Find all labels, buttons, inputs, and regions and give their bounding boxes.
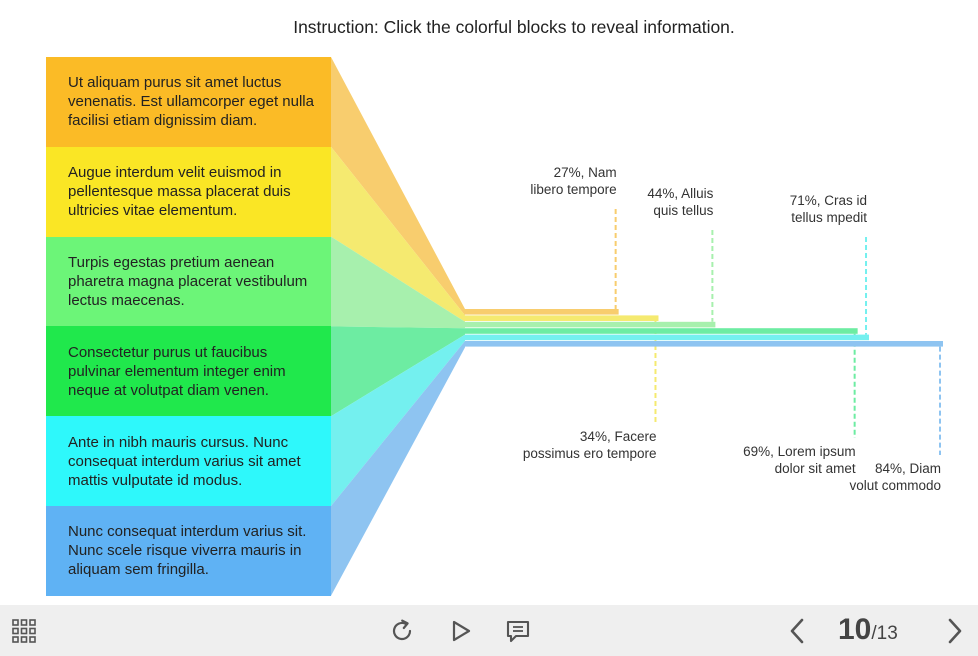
- info-block-text: Augue interdum velit euismod in pellente…: [68, 164, 291, 220]
- chevron-left-icon: [790, 618, 804, 644]
- play-icon: [452, 620, 471, 642]
- funnel-wedge-4: [331, 326, 465, 417]
- funnel-wedge-2: [331, 146, 465, 322]
- bar-label-2: 34%, Facere possimus ero tempore: [523, 429, 657, 461]
- bar-label-6: 84%, Diam volut commodo: [849, 461, 941, 493]
- info-block-4[interactable]: Consectetur purus ut faucibus pulvinar e…: [46, 326, 331, 417]
- grid-menu-icon: [12, 619, 36, 643]
- bar-label-5: 71%, Cras id tellus mpedit: [790, 193, 868, 225]
- bar-label-line: 71%, Cras id: [790, 193, 867, 208]
- funnel-wedge-3: [331, 236, 465, 329]
- current-page: 10: [838, 613, 872, 646]
- comment-button[interactable]: [502, 617, 534, 645]
- bar-label-1: 27%, Nam libero tempore: [530, 165, 616, 197]
- bar-label-line: volut commodo: [849, 478, 941, 493]
- play-button[interactable]: [446, 617, 476, 645]
- bar-label-line: 84%, Diam: [875, 461, 941, 476]
- info-block-text: Consectetur purus ut faucibus pulvinar e…: [68, 343, 286, 399]
- bar-label-line: possimus ero tempore: [523, 446, 657, 461]
- replay-icon: [392, 619, 412, 641]
- bar-3: [465, 321, 716, 328]
- info-block-3[interactable]: Turpis egestas pretium aenean pharetra m…: [46, 236, 331, 327]
- bar-label-line: 34%, Facere: [580, 429, 657, 444]
- next-page-button[interactable]: [942, 615, 968, 647]
- bar-1: [465, 309, 619, 315]
- footer-toolbar: 10 /13: [0, 605, 978, 656]
- bar-label-line: dolor sit amet: [775, 461, 856, 476]
- bar-label-line: quis tellus: [653, 203, 713, 218]
- bar-4: [465, 328, 858, 334]
- chevron-right-icon: [948, 618, 962, 644]
- previous-page-button[interactable]: [784, 615, 810, 647]
- info-block-1[interactable]: Ut aliquam purus sit amet luctus venenat…: [46, 57, 331, 147]
- comment-icon: [506, 620, 530, 643]
- info-block-text: Nunc consequat interdum varius sit. Nunc…: [68, 523, 307, 579]
- info-block-text: Ut aliquam purus sit amet luctus venenat…: [68, 74, 314, 130]
- bar-label-line: tellus mpedit: [791, 210, 867, 225]
- bar-label-3: 44%, Alluis quis tellus: [647, 186, 713, 218]
- bar-2: [465, 315, 659, 321]
- bar-5: [465, 334, 870, 341]
- funnel-wedge-5: [331, 334, 465, 506]
- bar-label-line: 27%, Nam: [554, 165, 617, 180]
- bar-label-line: 69%, Lorem ipsum: [743, 444, 856, 459]
- funnel-wedge-6: [331, 341, 465, 596]
- funnel-wedge-1: [331, 57, 465, 316]
- replay-button[interactable]: [386, 617, 418, 645]
- bar-6: [465, 341, 943, 347]
- info-block-text: Ante in nibh mauris cursus. Nunc consequ…: [68, 433, 301, 489]
- info-block-6[interactable]: Nunc consequat interdum varius sit. Nunc…: [46, 506, 331, 596]
- bar-label-line: 44%, Alluis: [647, 186, 713, 201]
- info-block-5[interactable]: Ante in nibh mauris cursus. Nunc consequ…: [46, 416, 331, 506]
- total-pages: /13: [871, 623, 898, 644]
- instruction-text: Instruction: Click the colorful blocks t…: [293, 17, 735, 37]
- info-block-2[interactable]: Augue interdum velit euismod in pellente…: [46, 146, 331, 237]
- bar-label-line: libero tempore: [530, 182, 616, 197]
- bar-label-4: 69%, Lorem ipsum dolor sit amet: [743, 444, 856, 476]
- info-block-text: Turpis egestas pretium aenean pharetra m…: [68, 253, 308, 309]
- page-indicator: 10 /13: [838, 613, 898, 649]
- grid-menu-button[interactable]: [10, 618, 38, 644]
